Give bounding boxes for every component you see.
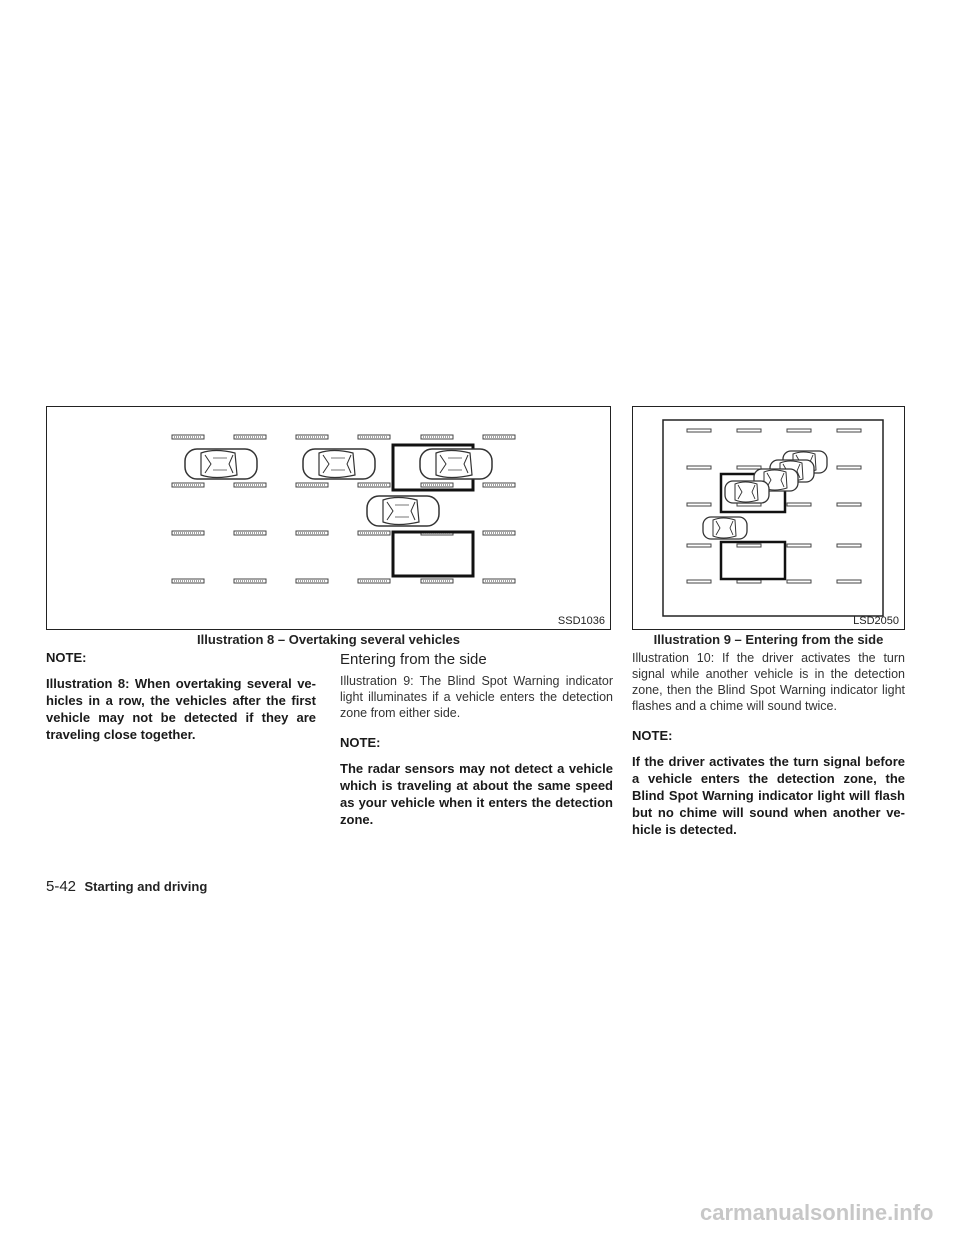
entering-from-side-diagram [662,419,884,617]
figure-code: SSD1036 [557,615,605,627]
car [184,448,258,480]
section-heading: Entering from the side [340,651,487,668]
note-heading: NOTE: [632,728,673,743]
detection-zone [391,530,475,578]
detection-zone [719,472,787,514]
car [366,495,440,527]
car [702,516,748,540]
note-text: Illustration 8: When overtaking several … [46,676,316,742]
figure-code: LSD2050 [853,615,899,627]
column-3: Illustration 10: If the driver activates… [632,650,905,838]
paragraph: Illustration 10: If the driver activates… [632,651,905,713]
page-number: 5-42 [46,878,77,895]
illustration-9-caption: Illustration 9 – Entering from the side [653,632,884,647]
illustration-8-figure: SSD1036 [46,406,611,630]
note-heading: NOTE: [46,650,87,665]
illustration-8-caption: Illustration 8 – Overtaking several vehi… [196,632,460,647]
overtaking-diagram [171,434,516,584]
detection-zone [719,540,787,581]
note-text: If the driver activates the turn signal … [632,754,905,837]
car [302,448,376,480]
column-1: NOTE: Illustration 8: When overtaking se… [46,650,316,743]
car [724,480,770,504]
note-text: The radar sensors may not detect a vehic… [340,761,613,827]
page-footer: 5-42 Starting and driving [46,878,207,896]
car [419,448,493,480]
note-heading: NOTE: [340,735,381,750]
chapter-title: Starting and driving [84,879,208,894]
lane-markers [686,428,862,584]
column-2: Entering from the side Illustration 9: T… [340,651,613,828]
paragraph: Illustration 9: The Blind Spot Warning i… [340,674,613,720]
illustration-9-figure: LSD2050 [632,406,905,630]
watermark: carmanualsonline.info [700,1200,934,1225]
